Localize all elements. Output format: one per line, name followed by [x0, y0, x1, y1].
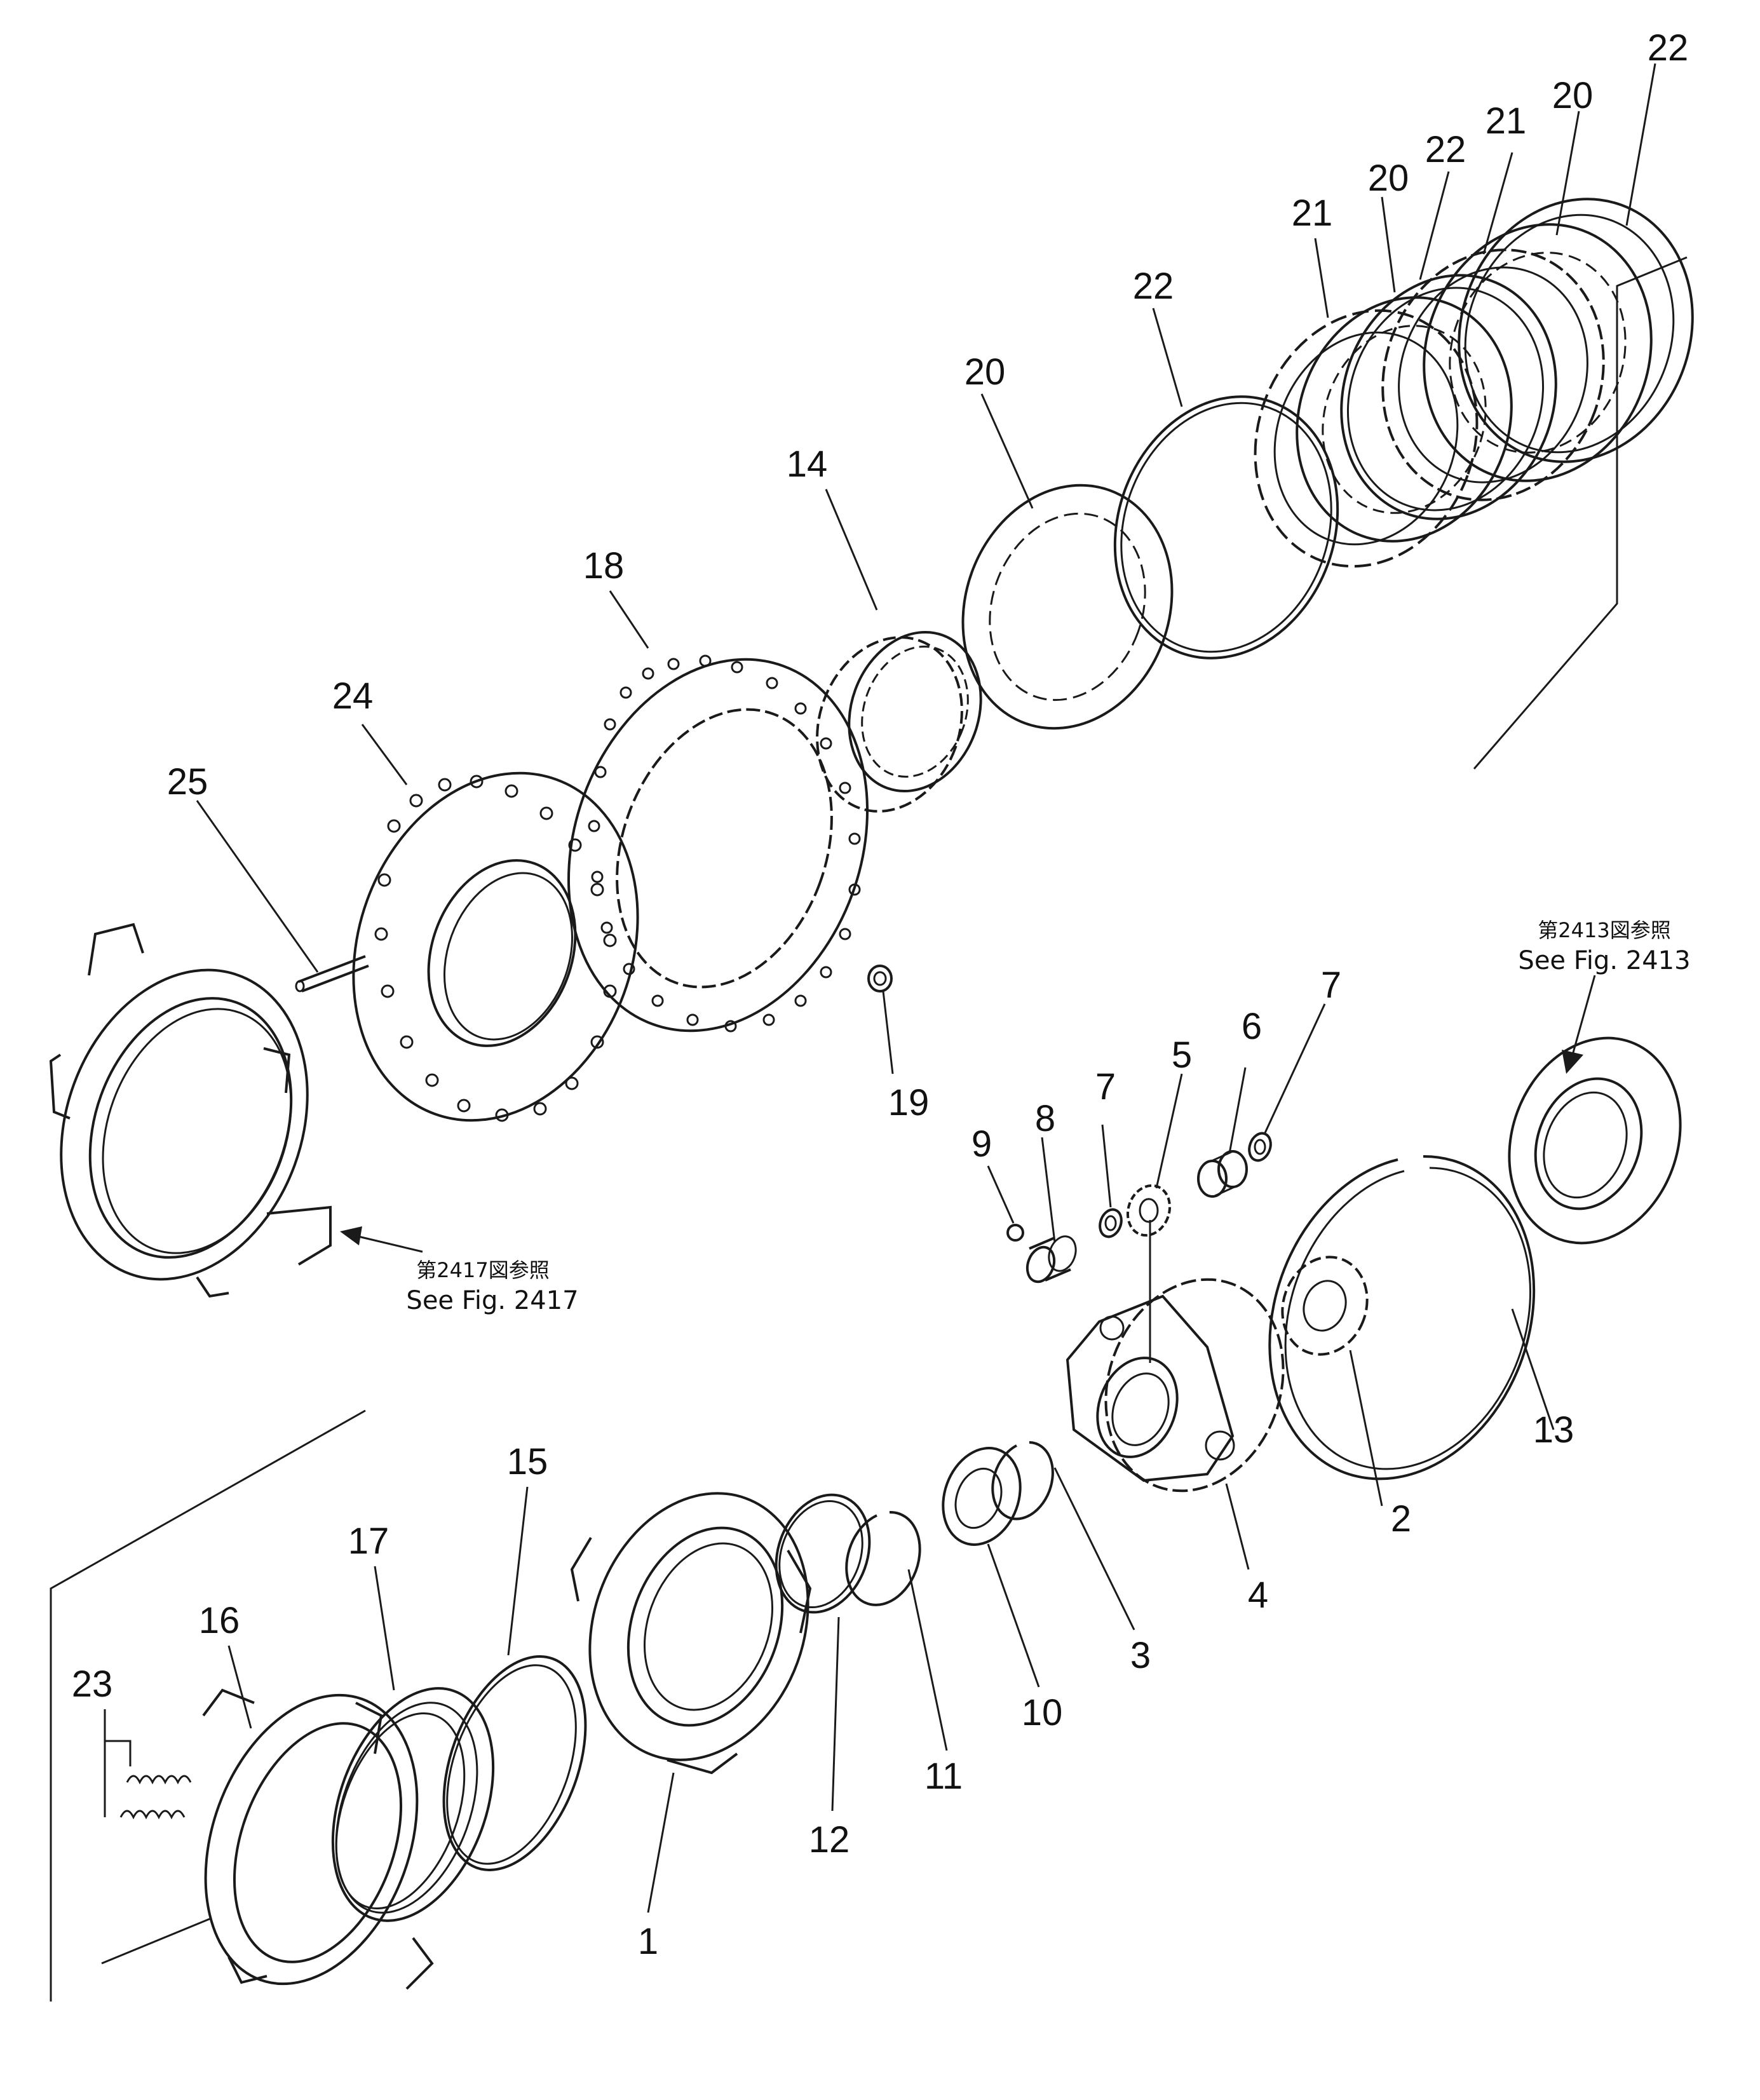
callout-7-right: 7 [1321, 965, 1341, 1006]
reference-note-fig-2413: 第2413図参照 See Fig. 2413 [1518, 918, 1690, 975]
part-14-hub [816, 630, 982, 813]
frame-lower-left [50, 1409, 366, 2002]
part-22-plate-right [1458, 198, 1694, 463]
part-3-snap-ring [991, 1441, 1054, 1521]
part-8-shaft [1026, 1235, 1077, 1284]
callout-23: 23 [72, 1663, 113, 1705]
callout-22-ring: 22 [1133, 266, 1174, 307]
reference-fig-2413-jp: 第2413図参照 [1538, 918, 1670, 942]
housing-see-fig-2417 [49, 923, 332, 1298]
reference-fig-2417-jp: 第2417図参照 [416, 1258, 549, 1282]
part-1-cylinder [570, 1492, 812, 1775]
callout-21-top: 21 [1486, 100, 1527, 142]
callout-19: 19 [888, 1082, 930, 1123]
callout-9: 9 [971, 1123, 992, 1165]
callout-20-mid: 20 [1368, 158, 1409, 199]
part-18-ring-gear [567, 654, 869, 1033]
part-6-needle-bearing [1197, 1150, 1248, 1198]
part-11-snap-ring [845, 1510, 921, 1606]
reference-arrow-fig-2417 [340, 1226, 423, 1253]
part-7-washer-right [1248, 1132, 1272, 1162]
part-20-disc-left [961, 484, 1174, 730]
callout-8: 8 [1035, 1098, 1055, 1139]
callout-24: 24 [332, 675, 374, 717]
frame-upper-right [1473, 256, 1688, 769]
callout-18: 18 [583, 545, 625, 586]
callout-20-left: 20 [965, 351, 1006, 393]
part-10-bearing [942, 1447, 1022, 1546]
part-22-thin-ring [1113, 395, 1339, 660]
bearing-see-fig-2413 [1508, 1036, 1682, 1245]
part-15-o-ring [442, 1655, 587, 1871]
part-21-plate-front [1254, 309, 1479, 568]
part-13-snap-ring [1268, 1155, 1536, 1480]
reference-fig-2417-en: See Fig. 2417 [406, 1286, 578, 1315]
part-12-o-ring [775, 1493, 871, 1614]
reference-fig-2413-en: See Fig. 2413 [1518, 946, 1690, 975]
callout-20-top: 20 [1552, 75, 1594, 116]
callout-13: 13 [1533, 1409, 1574, 1451]
callout-22-mid: 22 [1425, 129, 1466, 170]
callout-17: 17 [348, 1521, 389, 1562]
reference-note-fig-2417: 第2417図参照 See Fig. 2417 [406, 1258, 578, 1315]
leader-lines [104, 63, 1656, 1913]
part-22-plate-middle [1340, 274, 1557, 520]
callout-21-front: 21 [1292, 193, 1333, 234]
callout-3: 3 [1130, 1635, 1151, 1676]
callout-12: 12 [809, 1819, 850, 1860]
callout-10: 10 [1022, 1692, 1063, 1733]
callout-22-top: 22 [1648, 27, 1689, 69]
part-19-plug [867, 965, 893, 992]
callout-1: 1 [638, 1921, 658, 1962]
part-23-springs [104, 1740, 192, 1820]
part-25-pin [295, 955, 369, 992]
part-17-piston [331, 1687, 495, 1922]
part-5-pinion [1126, 1184, 1172, 1237]
callout-2: 2 [1391, 1498, 1411, 1540]
part-2-sun-gear [1281, 1256, 1369, 1356]
callout-4: 4 [1248, 1575, 1268, 1616]
callout-5: 5 [1172, 1034, 1192, 1076]
reference-arrow-fig-2413 [1562, 975, 1596, 1074]
callout-16: 16 [199, 1600, 240, 1641]
part-9-ball [1006, 1224, 1024, 1242]
callout-25: 25 [167, 761, 208, 803]
part-7-washer-left [1099, 1208, 1123, 1238]
part-16-retainer [202, 1688, 434, 1990]
part-24-plate [352, 771, 639, 1122]
callout-7-left: 7 [1095, 1066, 1116, 1108]
callout-14: 14 [787, 444, 828, 485]
callout-15: 15 [507, 1441, 548, 1482]
assembly-frame [50, 256, 1688, 2002]
callout-labels: 22 20 21 22 20 21 22 20 14 18 24 25 19 5… [72, 27, 1689, 1962]
frame-lower-left-tick [101, 1918, 210, 1965]
callout-6: 6 [1242, 1006, 1262, 1047]
callout-11: 11 [924, 1756, 963, 1797]
part-21-plate-right [1381, 248, 1605, 501]
part-4-carrier [1066, 1278, 1285, 1493]
